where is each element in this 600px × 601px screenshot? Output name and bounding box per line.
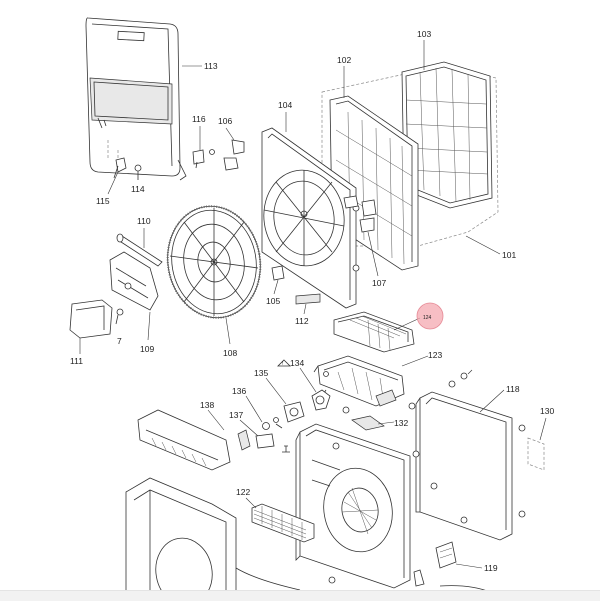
part-134-motor[interactable]: ! [277, 359, 331, 411]
part-110-shaft[interactable] [116, 233, 163, 267]
label-138: 138 [200, 400, 214, 410]
part-104-fan-frame[interactable] [258, 127, 357, 309]
part-104-screws[interactable] [343, 195, 360, 272]
label-123: 123 [428, 350, 442, 360]
part-112-label-sticker[interactable] [295, 293, 321, 305]
part-115-clip[interactable] [107, 140, 127, 179]
part-135-bracket[interactable] [275, 401, 305, 453]
label-135: 135 [254, 368, 268, 378]
label-136: 136 [232, 386, 246, 396]
label-101: 101 [502, 250, 516, 260]
part-105-clip[interactable] [271, 265, 285, 281]
part-106-clip[interactable] [223, 139, 245, 171]
part-124-filter-tray[interactable] [333, 311, 415, 353]
part-108-round-grille[interactable] [159, 199, 269, 325]
label-124: 124 [423, 315, 432, 321]
label-111: 111 [70, 356, 83, 366]
part-main-housing[interactable] [295, 423, 411, 589]
label-112: 112 [295, 316, 309, 326]
part-130-sheet[interactable] [527, 437, 545, 471]
label-137: 137 [229, 410, 243, 420]
label-116: 116 [192, 114, 206, 124]
label-115: 115 [96, 196, 110, 206]
label-104: 104 [278, 100, 292, 110]
label-110: 110 [137, 216, 151, 226]
label-118: 118 [506, 384, 520, 394]
part-116-screw[interactable] [209, 149, 215, 155]
part-113-front-panel[interactable] [85, 17, 187, 181]
part-116-clip[interactable] [192, 149, 205, 169]
part-109-hinge-bracket[interactable] [109, 251, 159, 311]
label-7: 7 [117, 336, 122, 346]
part-122-vent-grille[interactable] [251, 503, 315, 543]
label-122: 122 [236, 487, 250, 497]
part-138-vent-cover[interactable] [137, 409, 251, 471]
highlight-marker-124[interactable] [416, 302, 444, 330]
wire-lead [235, 567, 301, 591]
label-103: 103 [417, 29, 431, 39]
part-118-screws[interactable] [412, 369, 526, 524]
part-7-screw[interactable] [115, 308, 124, 325]
svg-text:!: ! [282, 361, 283, 367]
label-108: 108 [223, 348, 237, 358]
part-front-frame[interactable] [125, 477, 237, 600]
label-134: 134 [290, 358, 304, 368]
part-123-filter-cassette[interactable] [317, 355, 405, 407]
label-105: 105 [266, 296, 280, 306]
label-119: 119 [484, 563, 498, 573]
label-113: 113 [204, 61, 218, 71]
part-118-back-panel[interactable] [415, 391, 513, 541]
label-102: 102 [337, 55, 351, 65]
label-130: 130 [540, 406, 554, 416]
label-132: 132 [394, 418, 408, 428]
part-119-bracket[interactable] [413, 541, 457, 587]
label-107: 107 [372, 278, 386, 288]
part-107-bracket[interactable] [359, 199, 377, 233]
label-106: 106 [218, 116, 232, 126]
bottom-scroll-strip [0, 590, 600, 601]
label-109: 109 [140, 344, 154, 354]
part-111-knob[interactable] [69, 299, 113, 339]
part-137-latch[interactable] [255, 433, 275, 449]
part-132-gasket[interactable] [351, 415, 385, 431]
label-114: 114 [131, 184, 145, 194]
part-114-screw[interactable] [134, 164, 142, 180]
part-136-fastener[interactable] [262, 417, 279, 430]
